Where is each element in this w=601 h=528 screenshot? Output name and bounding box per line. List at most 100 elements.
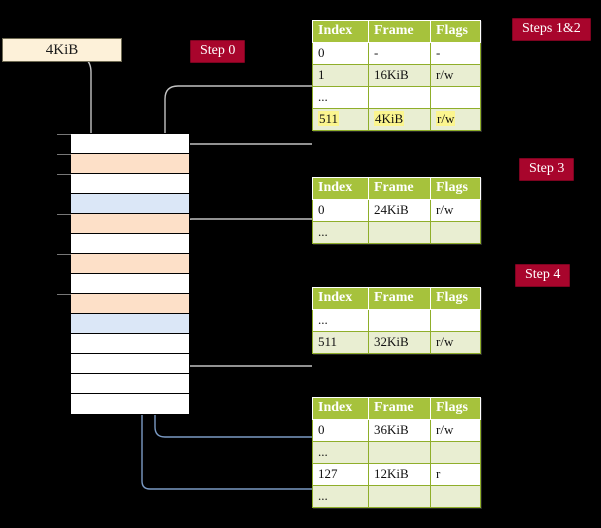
memory-tick-mark — [57, 214, 71, 215]
table-cell-index: 0 — [312, 42, 369, 65]
badge-step-3: Step 3 — [519, 158, 575, 182]
table-header-flags: Flags — [430, 177, 481, 200]
table-cell-flags — [430, 221, 481, 244]
table-cell-flags: r — [430, 463, 481, 486]
memory-frame-row — [57, 294, 189, 314]
table-row: 511 4KiB r/w — [312, 108, 481, 131]
memory-frame-row — [71, 374, 189, 394]
table-header-flags: Flags — [430, 20, 481, 43]
table-cell-flags: r/w — [430, 64, 481, 87]
table-row: ... — [312, 309, 481, 332]
badge-steps-1-2-label: Steps 1&2 — [522, 21, 581, 36]
table-cell-frame: 4KiB — [368, 108, 431, 131]
table-cell-flags — [430, 485, 481, 508]
table-header-flags: Flags — [430, 287, 481, 310]
table-cell-frame: - — [368, 42, 431, 65]
highlighted-value: 511 — [318, 111, 340, 126]
memory-tick-mark — [57, 174, 71, 175]
table-cell-index: ... — [312, 86, 369, 109]
wire-steps12-b — [175, 143, 312, 168]
table-row: ... — [312, 485, 481, 508]
memory-tick-mark — [57, 294, 71, 295]
memory-frame-row — [57, 154, 189, 174]
table-cell-index: ... — [312, 441, 369, 464]
table-cell-frame: 24KiB — [368, 199, 431, 222]
table-cell-flags — [430, 86, 481, 109]
badge-step-0: Step 0 — [190, 40, 246, 64]
table-cell-index: 0 — [312, 419, 369, 442]
memory-tick-mark — [57, 134, 71, 135]
source-frame-box: 4KiB — [2, 38, 122, 62]
memory-tick-mark — [57, 254, 71, 255]
memory-frame-row — [71, 394, 189, 414]
memory-frame-row — [57, 214, 189, 234]
table-header-index: Index — [312, 177, 369, 200]
memory-frame-row — [71, 314, 189, 334]
table-cell-index: ... — [312, 309, 369, 332]
table-cell-flags — [430, 441, 481, 464]
table-cell-index: ... — [312, 485, 369, 508]
table-header-frame: Frame — [368, 20, 431, 43]
table-row: ... — [312, 441, 481, 464]
table-cell-frame: 32KiB — [368, 331, 431, 354]
memory-frame-row — [71, 354, 189, 374]
table-header-index: Index — [312, 20, 369, 43]
table-cell-flags: r/w — [430, 199, 481, 222]
table-cell-flags: r/w — [430, 331, 481, 354]
table-header-flags: Flags — [430, 397, 481, 420]
table-header-index: Index — [312, 287, 369, 310]
table-cell-frame: 36KiB — [368, 419, 431, 442]
memory-frame-row — [57, 134, 189, 154]
memory-frame-row — [57, 174, 189, 194]
wire-step3 — [179, 218, 312, 248]
badge-step-4: Step 4 — [515, 264, 571, 288]
table-cell-flags: r/w — [430, 419, 481, 442]
table-cell-frame: 12KiB — [368, 463, 431, 486]
table-header-frame: Frame — [368, 287, 431, 310]
table-cell-flags: - — [430, 42, 481, 65]
table-cell-frame: 16KiB — [368, 64, 431, 87]
table-cell-index: ... — [312, 221, 369, 244]
badge-step-0-label: Step 0 — [200, 43, 236, 58]
table-header-frame: Frame — [368, 397, 431, 420]
table-row: ... — [312, 221, 481, 244]
memory-frame-row — [71, 234, 189, 254]
memory-frame-row — [71, 194, 189, 214]
table-row: 0-- — [312, 42, 481, 65]
table-cell-flags — [430, 309, 481, 332]
highlighted-value: 4KiB — [374, 111, 405, 126]
table-cell-frame — [368, 221, 431, 244]
memory-frame-row — [71, 274, 189, 294]
wire-step4 — [177, 318, 312, 367]
badge-steps-1-2: Steps 1&2 — [512, 18, 591, 42]
table-cell-frame — [368, 441, 431, 464]
table-cell-index: 127 — [312, 463, 369, 486]
badge-step-4-label: Step 4 — [525, 267, 561, 282]
physical-memory-column — [57, 133, 190, 415]
table-cell-index: 511 — [312, 331, 369, 354]
table-cell-frame — [368, 309, 431, 332]
table-cell-frame — [368, 86, 431, 109]
highlighted-value: r/w — [436, 111, 456, 126]
table-cell-frame — [368, 485, 431, 508]
memory-tick-mark — [57, 154, 71, 155]
source-frame-label: 4KiB — [45, 41, 79, 58]
table-cell-index: 511 — [312, 108, 369, 131]
memory-frame-row — [71, 334, 189, 354]
table-cell-index: 1 — [312, 64, 369, 87]
table-cell-flags: r/w — [430, 108, 481, 131]
table-cell-index: 0 — [312, 199, 369, 222]
table-header-frame: Frame — [368, 177, 431, 200]
memory-frame-row — [57, 254, 189, 274]
badge-step-3-label: Step 3 — [529, 161, 565, 176]
